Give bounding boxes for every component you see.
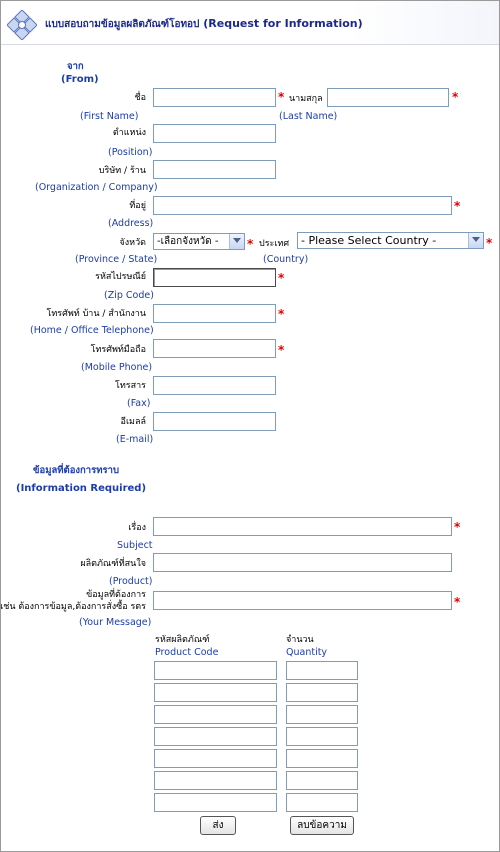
page-header: แบบสอบถามข้อมูลผลิตภัณฑ์โอทอป (Request f… (1, 1, 499, 45)
first-name-input[interactable] (153, 88, 276, 107)
last-name-required-marker: * (452, 90, 459, 104)
province-required-marker: * (247, 237, 254, 251)
fax-label: โทรสาร (115, 381, 146, 391)
product-label: ผลิตภัณฑ์ที่สนใจ (80, 559, 146, 569)
country-required-marker: * (486, 236, 493, 250)
first-name-label: ชื่อ (134, 93, 146, 103)
product-code-input[interactable] (154, 683, 277, 702)
quantity-input[interactable] (286, 705, 358, 724)
from-section-title-en: (From) (61, 74, 99, 85)
reset-button[interactable]: ลบข้อความ (290, 816, 354, 835)
chevron-down-icon[interactable] (229, 234, 244, 249)
mobile-label-en: (Mobile Phone) (81, 362, 153, 373)
province-label: จังหวัด (119, 238, 147, 248)
page-title-th: แบบสอบถามข้อมูลผลิตภัณฑ์โอทอป (45, 19, 200, 30)
home-phone-required-marker: * (278, 307, 285, 321)
chevron-down-icon[interactable] (468, 233, 483, 248)
address-label-en: (Address) (108, 218, 154, 229)
product-code-input[interactable] (154, 727, 277, 746)
country-select[interactable]: - Please Select Country - (297, 232, 484, 249)
mobile-label: โทรศัพท์มือถือ (90, 345, 146, 355)
submit-button[interactable]: ส่ง (200, 816, 236, 835)
product-code-input[interactable] (154, 749, 277, 768)
email-label: อีเมลล์ (120, 417, 146, 427)
message-label-en: (Your Message) (79, 617, 152, 628)
message-input[interactable] (153, 591, 452, 610)
email-label-en: (E-mail) (116, 434, 154, 445)
product-code-header-th: รหัสผลิตภัณฑ์ (155, 635, 210, 645)
subject-required-marker: * (454, 520, 461, 534)
home-phone-label-en: (Home / Office Telephone) (30, 325, 154, 336)
home-phone-input[interactable] (153, 304, 276, 323)
quantity-input[interactable] (286, 793, 358, 812)
product-code-header-en: Product Code (155, 647, 219, 658)
page-title: แบบสอบถามข้อมูลผลิตภัณฑ์โอทอป (Request f… (45, 17, 363, 32)
zip-label: รหัสไปรษณีย์ (95, 272, 146, 282)
mobile-input[interactable] (153, 339, 276, 358)
fax-label-en: (Fax) (127, 398, 151, 409)
first-name-required-marker: * (278, 90, 285, 104)
message-required-marker: * (454, 595, 461, 609)
country-select-value: - Please Select Country - (301, 234, 437, 247)
message-label-th-line1: ข้อมูลที่ต้องการ (86, 590, 146, 600)
address-label: ที่อยู่ (129, 201, 146, 211)
quantity-input[interactable] (286, 727, 358, 746)
zip-input[interactable] (153, 268, 276, 287)
product-code-input[interactable] (154, 793, 277, 812)
fax-input[interactable] (153, 376, 276, 395)
quantity-header-en: Quantity (286, 647, 328, 658)
country-label-en: (Country) (263, 254, 309, 265)
first-name-label-en: (First Name) (80, 111, 139, 122)
province-label-en: (Province / State) (75, 254, 158, 265)
position-label-en: (Position) (108, 147, 153, 158)
quantity-input[interactable] (286, 771, 358, 790)
last-name-label: นามสกุล (289, 94, 323, 104)
address-input[interactable] (153, 196, 452, 215)
product-code-input[interactable] (154, 661, 277, 680)
from-section-title-th: จาก (67, 61, 84, 72)
quantity-input[interactable] (286, 661, 358, 680)
organization-input[interactable] (153, 160, 276, 179)
page-title-en: (Request for Information) (203, 17, 363, 30)
info-section-title-th: ข้อมูลที่ต้องการทราบ (33, 465, 119, 476)
quantity-header-th: จำนวน (286, 635, 314, 645)
last-name-input[interactable] (327, 88, 449, 107)
address-required-marker: * (454, 199, 461, 213)
subject-label: เรื่อง (128, 523, 146, 533)
email-input[interactable] (153, 412, 276, 431)
province-select[interactable]: -เลือกจังหวัด - (153, 233, 245, 250)
message-label-th-line2: เช่น ต้องการข้อมูล,ต้องการสั่งซื้อ รตร (0, 602, 146, 612)
mobile-required-marker: * (278, 343, 285, 357)
product-label-en: (Product) (109, 576, 153, 587)
otop-logo-icon (7, 10, 37, 40)
position-label: ตำแหน่ง (112, 128, 146, 138)
organization-label-en: (Organization / Company) (35, 182, 158, 193)
zip-required-marker: * (278, 271, 285, 285)
zip-label-en: (Zip Code) (104, 290, 154, 301)
home-phone-label: โทรศัพท์ บ้าน / สำนักงาน (46, 309, 146, 319)
subject-input[interactable] (153, 517, 452, 536)
product-code-input[interactable] (154, 771, 277, 790)
subject-label-en: Subject (117, 540, 153, 551)
position-input[interactable] (153, 124, 276, 143)
country-label: ประเทศ (259, 239, 290, 249)
info-section-title-en: (Information Required) (16, 483, 147, 494)
quantity-input[interactable] (286, 749, 358, 768)
province-select-value: -เลือกจังหวัด - (157, 236, 219, 247)
last-name-label-en: (Last Name) (279, 111, 338, 122)
organization-label: บริษัท / ร้าน (98, 166, 146, 176)
product-input[interactable] (153, 553, 452, 572)
product-code-input[interactable] (154, 705, 277, 724)
quantity-input[interactable] (286, 683, 358, 702)
